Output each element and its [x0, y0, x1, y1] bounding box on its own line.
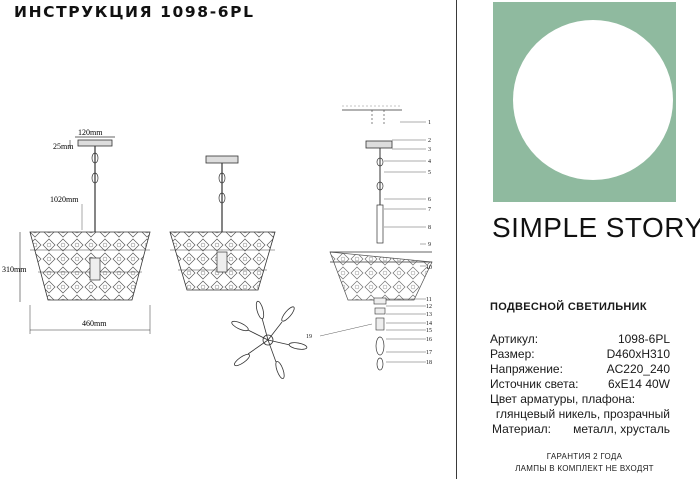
document-title: ИНСТРУКЦИЯ 1098-6PL — [14, 3, 255, 21]
spec-value-light-source: 6xE14 40W — [607, 377, 670, 391]
spec-label-material: Материал: — [492, 422, 551, 436]
chandelier-front-dimensioned: 120mm 25mm 1020mm 310mm 460mm — [2, 128, 151, 334]
callout-1: 1 — [428, 120, 431, 126]
callout-6: 6 — [428, 197, 431, 203]
callout-5: 5 — [428, 170, 431, 176]
callout-13: 13 — [426, 312, 432, 318]
exploded-assembly-diagram: 1 2 3 4 5 6 7 8 9 10 11 12 13 14 15 16 1… — [306, 105, 433, 371]
brand-name-story: STORY — [605, 212, 700, 243]
callout-10: 10 — [426, 265, 432, 271]
brand-logo-tile — [493, 2, 676, 202]
product-type: ПОДВЕСНОЙ СВЕТИЛЬНИК — [490, 301, 647, 313]
callout-17: 17 — [426, 350, 432, 356]
lamps-not-included-note: ЛАМПЫ В КОМПЛЕКТ НЕ ВХОДЯТ — [515, 464, 654, 473]
spec-label-light-source: Источник света: — [490, 377, 579, 391]
callout-15: 15 — [426, 328, 432, 334]
spec-value-color: глянцевый никель, прозрачный — [495, 407, 670, 421]
technical-drawings: 120mm 25mm 1020mm 310mm 460mm — [2, 105, 433, 379]
callout-19: 19 — [306, 334, 312, 340]
dim-top-width: 120mm — [78, 128, 103, 137]
callout-18: 18 — [426, 360, 432, 366]
spec-label-color: Цвет арматуры, плафона: — [490, 392, 636, 406]
callout-11: 11 — [426, 297, 432, 303]
spec-label-article: Артикул: — [490, 332, 539, 346]
dim-max-height: 1020mm — [50, 195, 79, 204]
spec-value-material: металл, хрусталь — [573, 422, 670, 436]
callout-9: 9 — [428, 242, 431, 248]
callout-14: 14 — [426, 321, 432, 327]
chandelier-front-view — [169, 155, 276, 291]
dim-diameter: 460mm — [82, 319, 107, 328]
vertical-divider — [456, 0, 457, 479]
callout-8: 8 — [428, 225, 431, 231]
brand-name-simple: SIMPLE — [492, 212, 598, 243]
dim-canopy-height: 25mm — [53, 142, 74, 151]
callout-16: 16 — [426, 337, 432, 343]
callout-2: 2 — [428, 138, 431, 144]
arms-top-view — [231, 300, 308, 379]
spec-value-article: 1098-6PL — [617, 332, 670, 346]
warranty-note: ГАРАНТИЯ 2 ГОДА — [546, 452, 623, 461]
callout-7: 7 — [428, 207, 431, 213]
dim-body-height: 310mm — [2, 265, 27, 274]
callout-3: 3 — [428, 147, 431, 153]
spec-value-size: D460xH310 — [606, 347, 670, 361]
callout-4: 4 — [428, 159, 431, 165]
brand-circle-icon — [513, 20, 673, 180]
callout-12: 12 — [426, 304, 432, 310]
spec-value-voltage: AC220_240 — [606, 362, 670, 376]
spec-label-voltage: Напряжение: — [490, 362, 563, 376]
spec-label-size: Размер: — [490, 347, 535, 361]
